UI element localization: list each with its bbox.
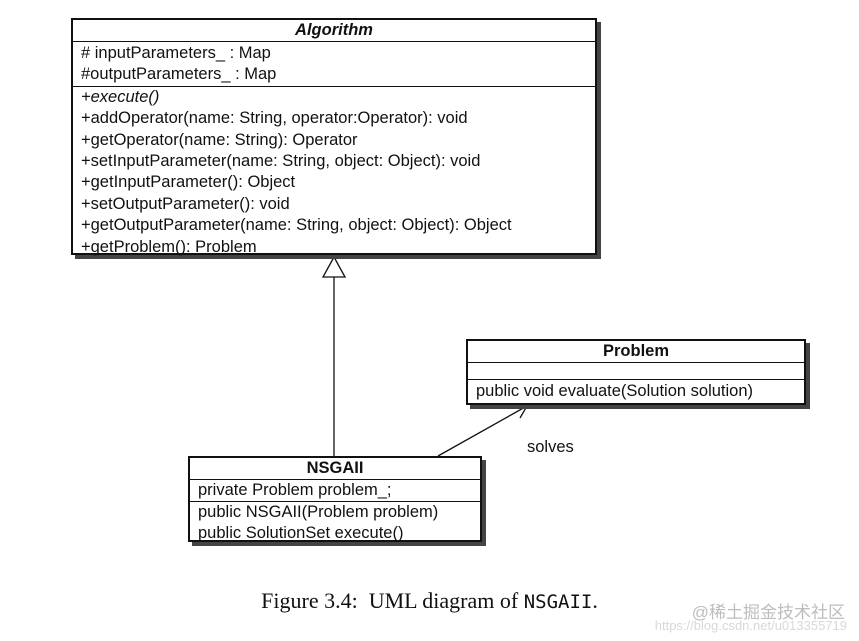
association-label: solves xyxy=(527,438,574,456)
figure-caption: Figure 3.4: UML diagram of NSGAII. xyxy=(0,588,859,614)
algorithm-abstract-method: +execute() xyxy=(81,87,160,106)
nsgaii-class-box: NSGAII private Problem problem_; public … xyxy=(188,456,482,542)
algorithm-class-name: Algorithm xyxy=(73,20,595,42)
algorithm-attribute: #outputParameters_ : Map xyxy=(81,65,277,84)
algorithm-method: +getProblem(): Problem xyxy=(81,237,257,256)
generalization-arrowhead xyxy=(321,255,347,278)
nsgaii-class-name: NSGAII xyxy=(190,458,480,480)
caption-suffix: . xyxy=(592,588,598,613)
association-line xyxy=(437,405,528,457)
algorithm-method: +setInputParameter(name: String, object:… xyxy=(81,152,481,171)
nsgaii-attribute: private Problem problem_; xyxy=(198,481,392,499)
algorithm-method: +addOperator(name: String, operator:Oper… xyxy=(81,109,468,128)
algorithm-attributes: # inputParameters_ : Map #outputParamete… xyxy=(73,42,595,87)
algorithm-method: +getOutputParameter(name: String, object… xyxy=(81,216,512,235)
watermark-text: @稀土掘金技术社区 xyxy=(691,603,845,622)
association-arrowhead xyxy=(512,405,529,419)
caption-code: NSGAII xyxy=(523,591,593,613)
algorithm-class-box: Algorithm # inputParameters_ : Map #outp… xyxy=(71,18,597,258)
nsgaii-methods: public NSGAII(Problem problem) public So… xyxy=(190,502,480,544)
algorithm-methods: +execute() +addOperator(name: String, op… xyxy=(73,87,595,258)
nsgaii-method: public SolutionSet execute() xyxy=(198,524,404,542)
nsgaii-attributes: private Problem problem_; xyxy=(190,480,480,502)
nsgaii-method: public NSGAII(Problem problem) xyxy=(198,503,439,521)
algorithm-method: +getInputParameter(): Object xyxy=(81,173,296,192)
watermark-url: https://blog.csdn.net/u013355719 xyxy=(654,618,847,633)
caption-prefix: Figure 3.4: UML diagram of xyxy=(261,588,524,613)
algorithm-method: +getOperator(name: String): Operator xyxy=(81,130,358,149)
problem-class-box: Problem public void evaluate(Solution so… xyxy=(466,339,806,405)
problem-attributes xyxy=(468,363,804,380)
algorithm-method: +setOutputParameter(): void xyxy=(81,194,290,213)
problem-methods: public void evaluate(Solution solution) xyxy=(468,380,804,402)
problem-method: public void evaluate(Solution solution) xyxy=(476,382,754,400)
algorithm-attribute: # inputParameters_ : Map xyxy=(81,44,271,62)
problem-class-name: Problem xyxy=(468,341,804,363)
